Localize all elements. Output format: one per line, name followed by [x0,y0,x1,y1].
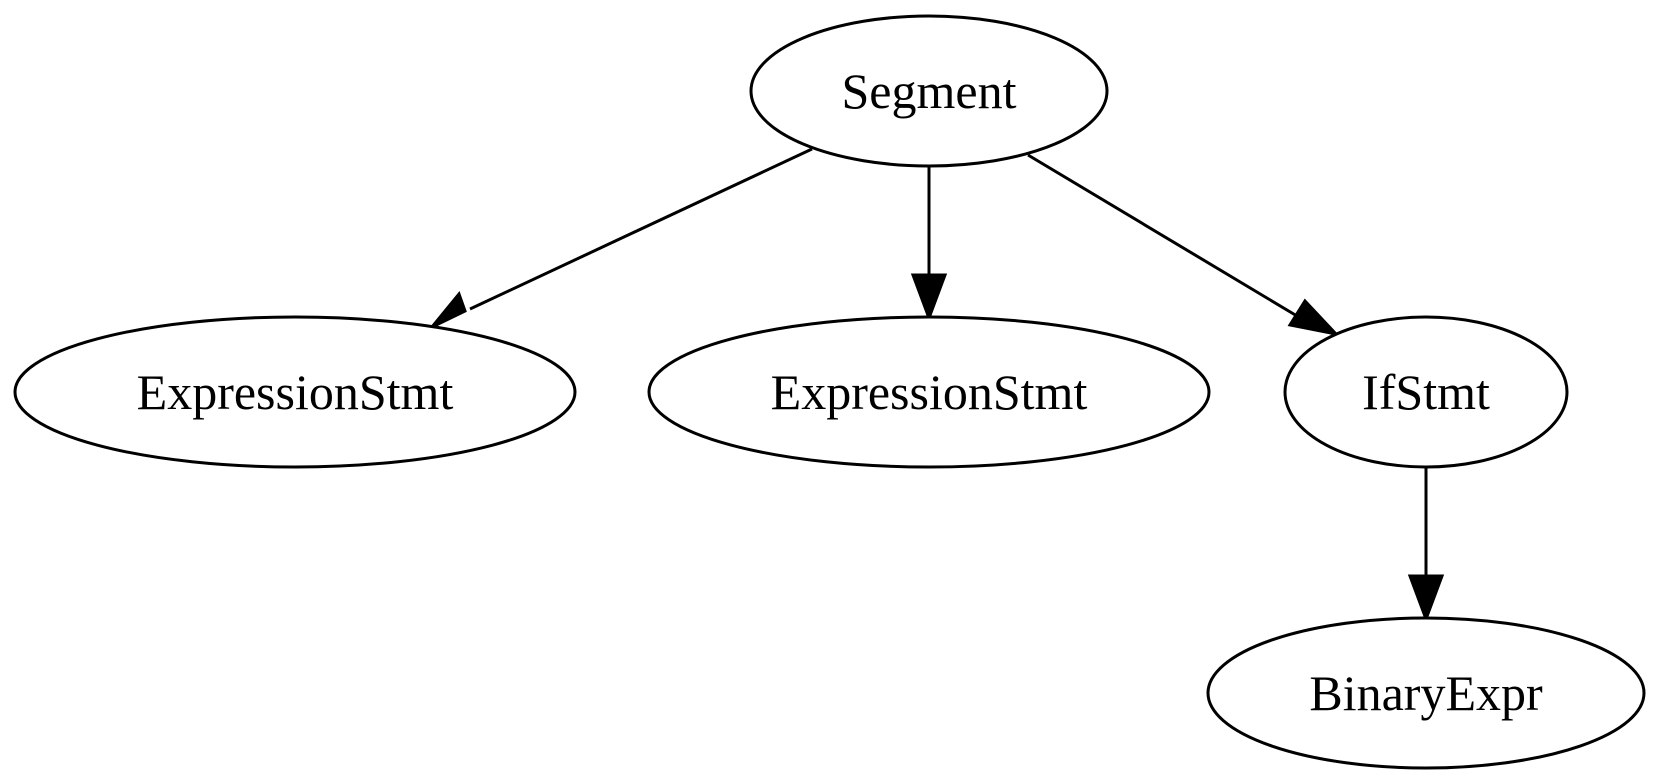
node-label: BinaryExpr [1309,665,1543,721]
node-expressionstmt-2: ExpressionStmt [647,315,1211,469]
node-label: IfStmt [1362,364,1490,420]
node-ifstmt: IfStmt [1283,315,1569,469]
node-label: ExpressionStmt [137,364,454,420]
edge-segment-to-expressionstmt-2 [910,167,948,323]
edge-segment-to-expressionstmt-1 [430,147,813,329]
node-label: Segment [842,63,1017,119]
edge-segment-to-ifstmt [1027,153,1341,337]
node-binaryexpr: BinaryExpr [1206,616,1646,770]
node-label: ExpressionStmt [771,364,1088,420]
node-expressionstmt-1: ExpressionStmt [13,315,577,469]
edge-ifstmt-to-binaryexpr [1407,468,1445,624]
node-segment: Segment [749,14,1109,168]
